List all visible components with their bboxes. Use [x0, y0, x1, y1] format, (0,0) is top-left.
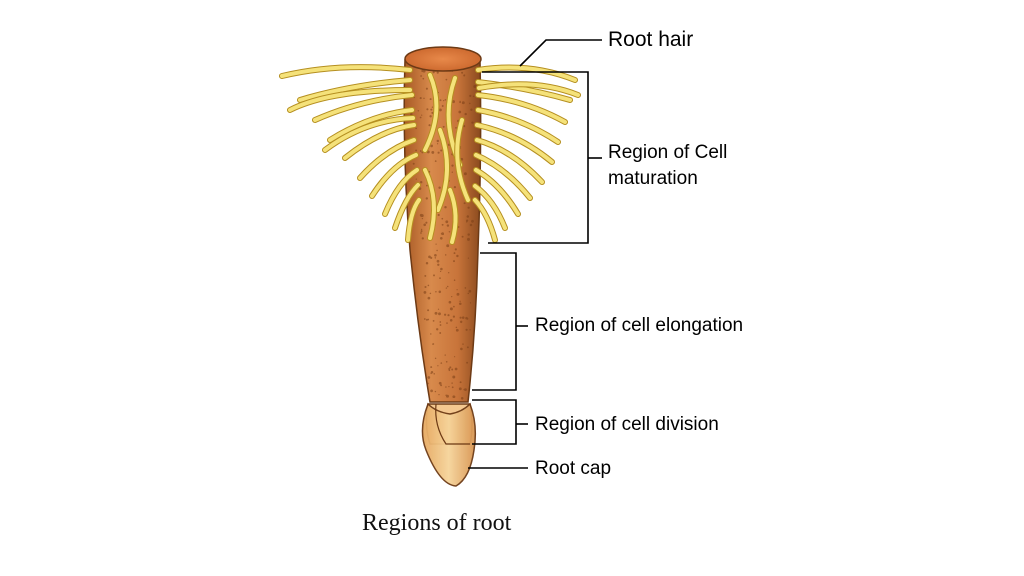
label-root-hair: Root hair: [608, 27, 693, 53]
label-elongation: Region of cell elongation: [535, 314, 743, 338]
figure-caption: Regions of root: [362, 510, 511, 537]
root-shaft: [404, 60, 480, 402]
root-cap-shape: [422, 404, 475, 486]
label-root-cap: Root cap: [535, 457, 611, 481]
label-maturation-line1: Region of Cell: [608, 141, 727, 165]
label-maturation-line2: maturation: [608, 167, 698, 191]
root-top-cut: [405, 47, 481, 71]
label-division: Region of cell division: [535, 413, 719, 437]
leader-lines: [468, 40, 602, 468]
